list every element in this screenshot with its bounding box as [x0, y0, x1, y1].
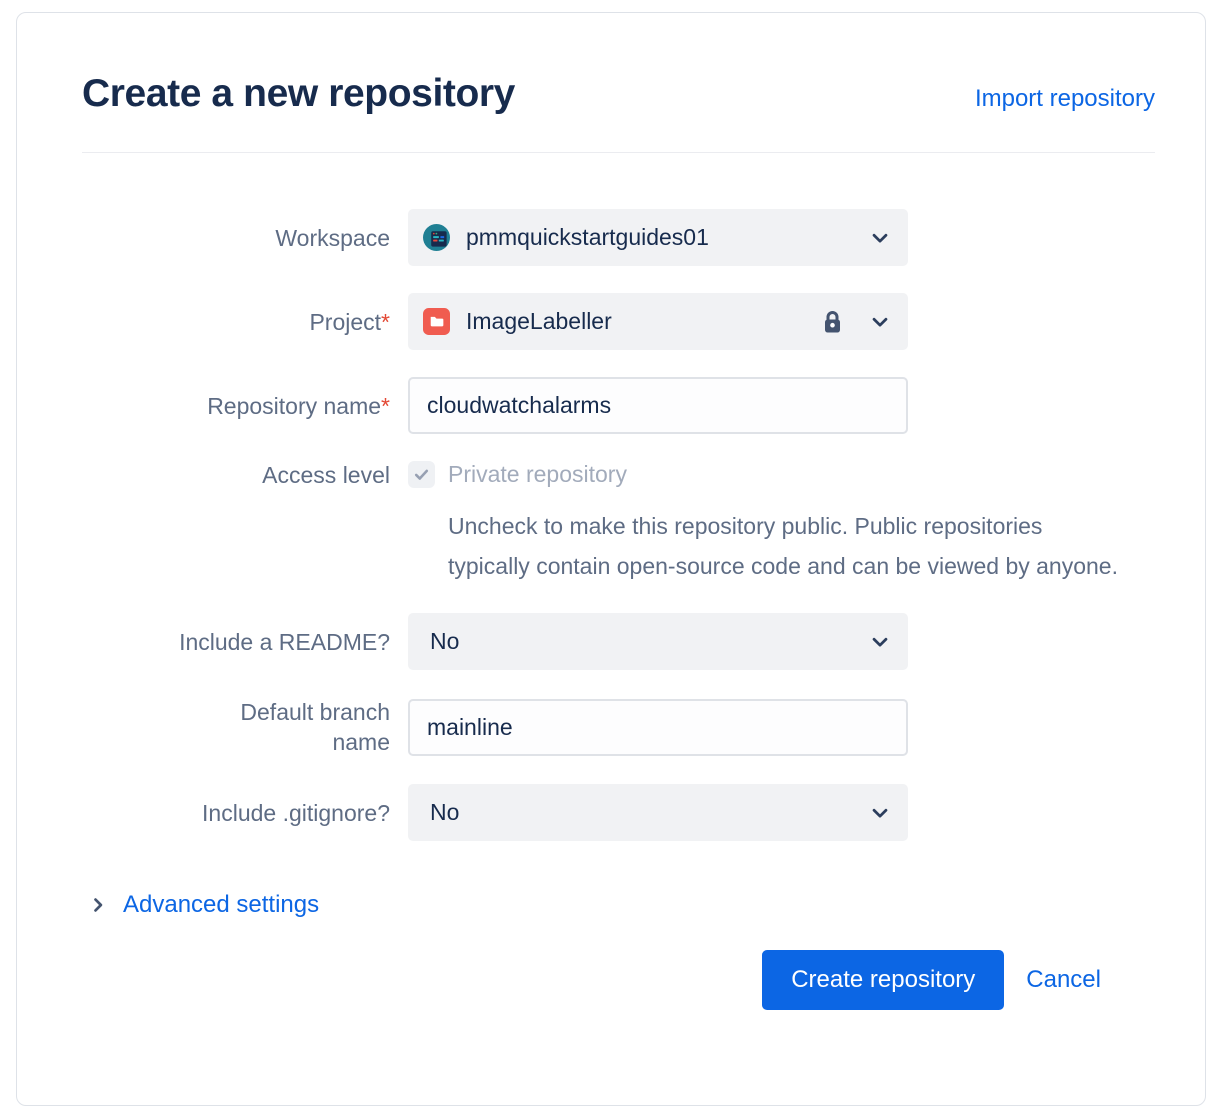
- workspace-row: Workspace: [82, 209, 1155, 266]
- include-gitignore-selected-value: No: [430, 799, 460, 825]
- advanced-settings-toggle[interactable]: Advanced settings: [88, 891, 319, 919]
- create-repository-form: Workspace: [82, 209, 1155, 1010]
- chevron-down-icon: [869, 311, 891, 333]
- chevron-down-icon: [869, 631, 891, 653]
- access-level-label: Access level: [262, 462, 390, 488]
- workspace-avatar-icon: [423, 224, 450, 251]
- private-repository-checkbox-label: Private repository: [448, 461, 627, 487]
- workspace-selected-value: pmmquickstartguides01: [466, 224, 709, 250]
- include-gitignore-select[interactable]: No: [408, 784, 908, 841]
- repository-name-input[interactable]: [408, 377, 908, 434]
- access-level-row: Access level Private repository Uncheck …: [82, 461, 1155, 586]
- include-readme-row: Include a README? No: [82, 613, 1155, 670]
- project-selected-value: ImageLabeller: [466, 308, 612, 334]
- include-gitignore-row: Include .gitignore? No: [82, 784, 1155, 841]
- checkmark-icon: [414, 469, 429, 480]
- private-repository-checkbox[interactable]: [408, 461, 435, 488]
- project-label: Project*: [309, 308, 390, 335]
- default-branch-label: Default branch name: [240, 699, 390, 755]
- access-level-control: Private repository Uncheck to make this …: [408, 461, 1120, 586]
- cancel-button[interactable]: Cancel: [1026, 966, 1101, 993]
- page-title: Create a new repository: [82, 72, 515, 115]
- default-branch-input[interactable]: [408, 698, 908, 756]
- header-divider: [82, 152, 1155, 153]
- include-gitignore-label: Include .gitignore?: [202, 799, 390, 826]
- include-readme-label: Include a README?: [179, 628, 390, 655]
- create-repository-dialog: Create a new repository Import repositor…: [16, 12, 1206, 1106]
- dialog-header: Create a new repository Import repositor…: [82, 71, 1155, 116]
- advanced-settings-label: Advanced settings: [123, 891, 320, 918]
- repository-name-label: Repository name*: [207, 392, 390, 419]
- include-readme-select[interactable]: No: [408, 613, 908, 670]
- include-readme-selected-value: No: [430, 628, 460, 654]
- project-select[interactable]: ImageLabeller: [408, 293, 908, 350]
- project-row: Project* ImageLabeller: [82, 293, 1155, 350]
- workspace-select[interactable]: pmmquickstartguides01: [408, 209, 908, 266]
- chevron-right-icon: [88, 895, 108, 915]
- chevron-down-icon: [869, 227, 891, 249]
- create-repository-button[interactable]: Create repository: [762, 950, 1005, 1010]
- workspace-label: Workspace: [275, 224, 390, 251]
- repository-name-row: Repository name*: [82, 377, 1155, 434]
- dialog-actions: Create repository Cancel: [82, 950, 1155, 1010]
- required-asterisk: *: [381, 308, 390, 335]
- import-repository-link[interactable]: Import repository: [974, 85, 1155, 112]
- project-avatar-icon: [423, 308, 450, 335]
- chevron-down-icon: [869, 802, 891, 824]
- required-asterisk: *: [381, 392, 390, 419]
- default-branch-row: Default branch name: [82, 697, 1155, 757]
- access-level-help-text: Uncheck to make this repository public. …: [448, 513, 1118, 579]
- lock-icon: [820, 308, 845, 336]
